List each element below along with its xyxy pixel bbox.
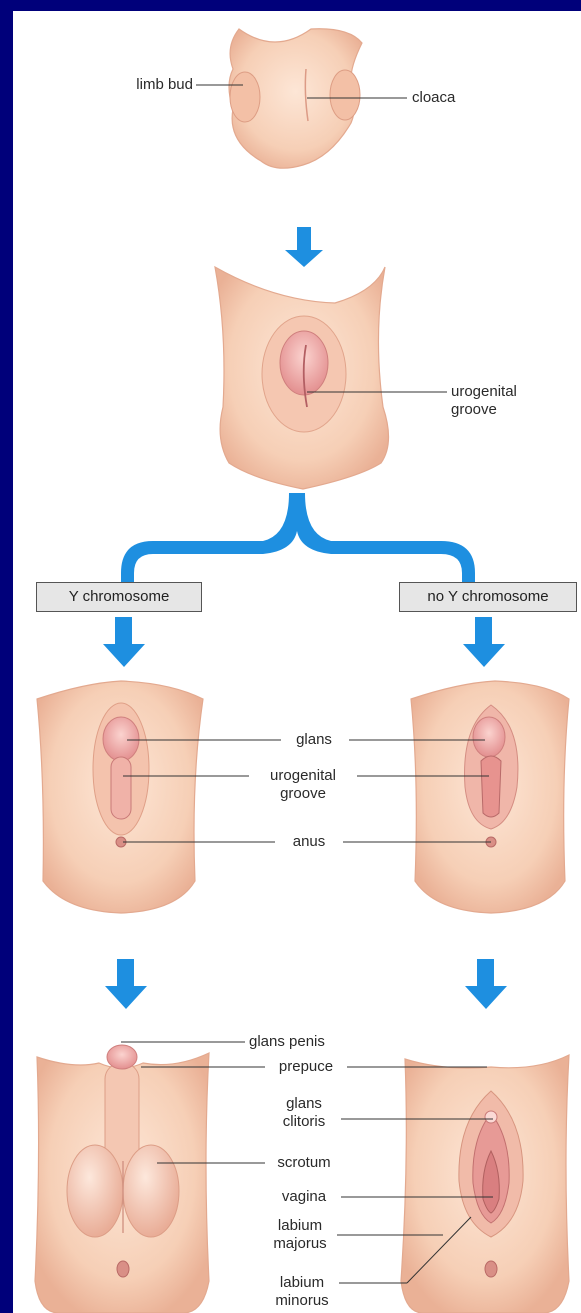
label-glans-clitoris-line1: glans [269,1095,339,1113]
label-glans: glans [279,731,349,749]
label-glans-penis: glans penis [249,1033,325,1051]
stage3-female-groove [481,756,501,817]
label-glans-clitoris-line2: clitoris [269,1113,339,1131]
label-labium-minorus-line1: labium [267,1274,337,1292]
stage3-female [411,681,569,913]
diagram-frame: limb bud cloaca urogenital groove Y chro… [13,11,581,1313]
stage1-limb-bud-right [330,70,360,120]
label-anus: anus [275,833,343,851]
label-urogenital-groove-stage3-line2: groove [249,785,357,803]
stage4-female-glans-clitoris [485,1111,497,1123]
label-urogenital-groove-stage2-line1: urogenital [451,383,517,401]
label-labium-minorus-line2: minorus [267,1292,337,1310]
label-limb-bud: limb bud [89,76,193,94]
branch-brace [121,493,475,596]
arrow-1 [285,227,323,267]
label-labium-majorus-line1: labium [265,1217,335,1235]
stage2-embryo [215,267,389,489]
stage3-male [37,681,203,913]
stage4-male-scrotum-left [67,1145,123,1237]
arrow-male-2 [105,959,147,1009]
label-urogenital-groove-stage3-line1: urogenital [249,767,357,785]
label-labium-majorus-line2: majorus [265,1235,335,1253]
label-vagina: vagina [269,1188,339,1206]
stage3-female-glans [473,717,505,757]
label-scrotum: scrotum [267,1154,341,1172]
arrow-female-2 [465,959,507,1009]
stage4-female [401,1055,569,1313]
stage4-male [35,1045,209,1313]
stage4-male-scrotum-right [123,1145,179,1237]
stage3-male-groove [111,757,131,819]
stage3-male-glans [103,717,139,761]
arrow-female-1 [463,617,505,667]
stage4-female-anus [485,1261,497,1277]
branch-label-no-y-chromosome: no Y chromosome [399,582,577,612]
label-cloaca: cloaca [412,89,455,107]
stage4-male-anus [117,1261,129,1277]
stage1-limb-bud-left [230,72,260,122]
stage4-male-glans-penis [107,1045,137,1069]
label-prepuce: prepuce [267,1058,345,1076]
label-urogenital-groove-stage2-line2: groove [451,401,497,419]
branch-label-y-chromosome: Y chromosome [36,582,202,612]
arrow-male-1 [103,617,145,667]
